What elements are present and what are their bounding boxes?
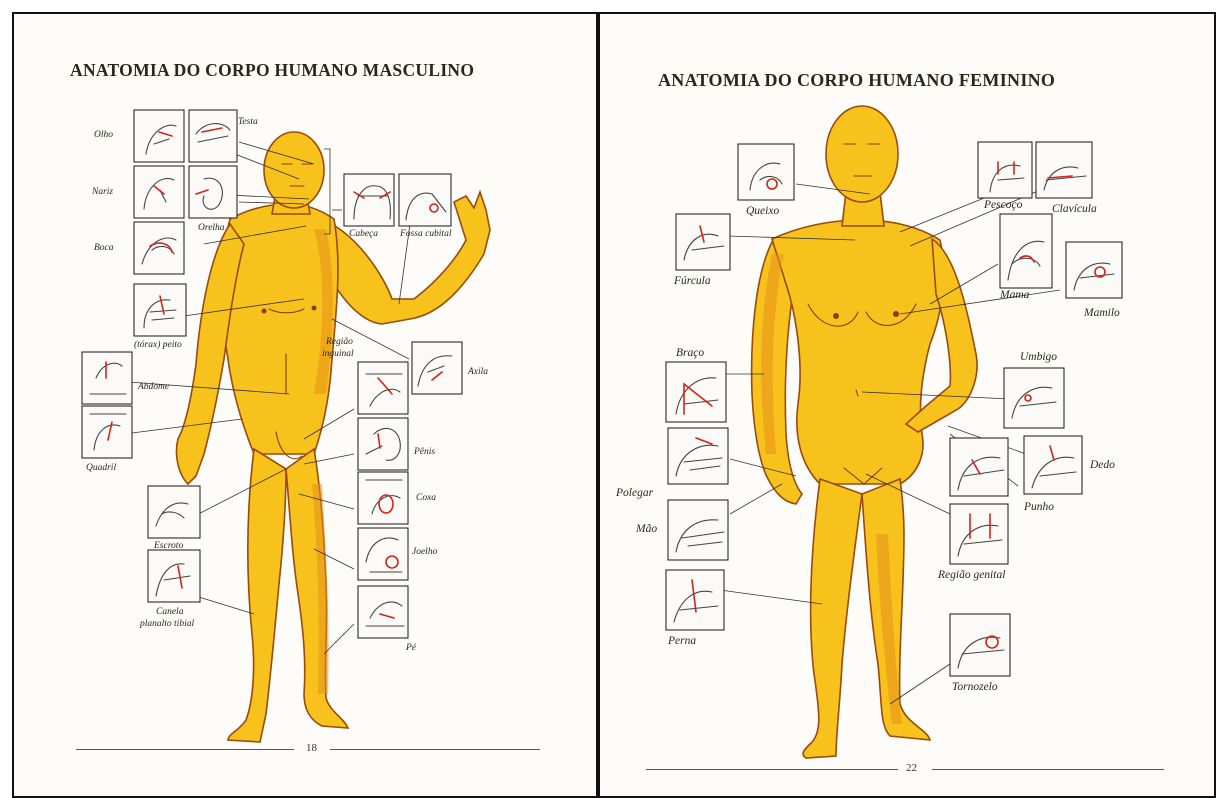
sign-box-abdome	[82, 352, 132, 404]
sign-box-olho	[134, 110, 184, 162]
label-umbigo: Umbigo	[1020, 351, 1057, 363]
label-testa: Testa	[238, 117, 258, 127]
sign-box-coxa	[358, 472, 408, 524]
sign-box-orelha	[189, 166, 237, 218]
sign-box-dedo	[1024, 436, 1082, 494]
male-illustration: Olho Testa Nariz Orelha Boca Cabeça Foss…	[14, 14, 598, 798]
label-nariz: Nariz	[91, 187, 113, 197]
label-polegar: Polegar	[615, 487, 654, 499]
sign-box-clavicula	[1036, 142, 1092, 198]
female-body	[752, 106, 977, 758]
sign-box-joelho	[358, 528, 408, 580]
sign-box-axila	[412, 342, 462, 394]
sign-box-queixo	[738, 144, 794, 200]
sign-box-mao	[668, 500, 728, 560]
label-boca: Boca	[94, 243, 114, 253]
page-number-18: 18	[306, 742, 317, 754]
label-furcula: Fúrcula	[673, 275, 711, 287]
sign-box-torax	[134, 284, 186, 336]
sign-box-polegar	[668, 428, 728, 484]
sign-box-braco	[666, 362, 726, 422]
page-rule-right-a	[646, 769, 898, 770]
page-number-22: 22	[906, 762, 917, 774]
label-regiao-inguinal-1: Região	[325, 337, 353, 347]
sign-box-furcula	[676, 214, 730, 270]
label-mao: Mão	[635, 523, 657, 535]
label-braco: Braço	[676, 347, 704, 359]
label-queixo: Queixo	[746, 205, 779, 217]
label-penis: Pênis	[413, 447, 435, 457]
label-canela-1: Canela	[156, 607, 184, 617]
page-rule-left-b	[330, 749, 540, 750]
sign-box-canela	[148, 550, 200, 602]
sign-box-mama	[1000, 214, 1052, 288]
label-quadril: Quadril	[86, 463, 116, 473]
sign-box-penis	[358, 418, 408, 470]
sign-box-regiao-inguinal	[358, 362, 408, 414]
label-mamilo: Mamilo	[1083, 307, 1120, 319]
sign-box-cabeca	[344, 174, 394, 226]
label-pescoco: Pescoço	[983, 199, 1023, 211]
label-abdome: Abdome	[137, 382, 169, 392]
label-perna: Perna	[667, 635, 696, 647]
sign-box-mamilo	[1066, 242, 1122, 298]
page-rule-right-b	[932, 769, 1164, 770]
sign-box-regiao-genital	[950, 504, 1008, 564]
page-rule-left-a	[76, 749, 294, 750]
label-cabeca: Cabeça	[349, 229, 378, 239]
label-axila: Axila	[467, 367, 488, 377]
label-punho: Punho	[1023, 501, 1054, 513]
sign-box-perna	[666, 570, 724, 630]
label-orelha: Orelha	[198, 223, 225, 233]
label-mama: Mama	[999, 289, 1030, 301]
label-fossa-cubital: Fossa cubital	[399, 229, 452, 239]
sign-box-tornozelo	[950, 614, 1010, 676]
sign-box-pe	[358, 586, 408, 638]
label-clavicula: Clavícula	[1052, 203, 1097, 215]
label-regiao-genital: Região genital	[937, 569, 1005, 581]
sign-box-boca	[134, 222, 184, 274]
label-regiao-inguinal-2: inguinal	[322, 349, 354, 359]
label-dedo: Dedo	[1089, 459, 1115, 471]
sign-box-escroto	[148, 486, 200, 538]
female-illustration: Queixo Pescoço Clavícula Fúrcula Mama Ma…	[600, 14, 1216, 798]
sign-box-fossa-cubital	[399, 174, 451, 226]
page-female-anatomy: ANATOMIA DO CORPO HUMANO FEMININO	[598, 12, 1216, 798]
label-tornozelo: Tornozelo	[952, 681, 998, 693]
label-olho: Olho	[94, 130, 113, 140]
sign-box-pescoco	[978, 142, 1032, 198]
label-pe: Pé	[405, 643, 417, 653]
label-joelho: Joelho	[412, 547, 438, 557]
sign-box-quadril	[82, 406, 132, 458]
label-coxa: Coxa	[416, 493, 436, 503]
sign-box-nariz	[134, 166, 184, 218]
sign-box-testa	[189, 110, 237, 162]
page-male-anatomy: ANATOMIA DO CORPO HUMANO MASCULINO	[12, 12, 598, 798]
sign-box-umbigo	[1004, 368, 1064, 428]
label-torax-peito: (tórax) peito	[134, 339, 182, 350]
sign-box-punho	[950, 438, 1008, 496]
label-canela-2: planalto tibial	[139, 619, 194, 629]
label-escroto: Escroto	[153, 541, 183, 551]
